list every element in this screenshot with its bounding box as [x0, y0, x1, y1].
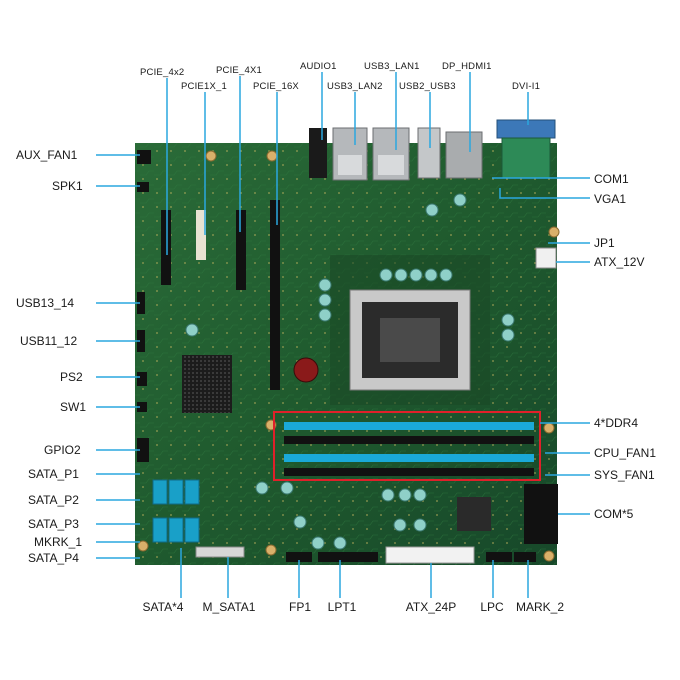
label-jp1: JP1: [594, 236, 615, 250]
sata-port: [168, 517, 184, 543]
label-usb2-usb3: USB2_USB3: [399, 81, 456, 92]
msata-slot: [195, 546, 245, 558]
cpu-socket-pins: [380, 318, 440, 362]
label-gpio2: GPIO2: [44, 443, 81, 457]
mount-hole: [543, 422, 555, 434]
dp-hdmi-port: [445, 131, 483, 179]
label-com5: COM*5: [594, 507, 634, 521]
leader-lines: [96, 72, 590, 598]
mount-hole: [548, 226, 560, 238]
cpu-socket-area: [330, 255, 490, 405]
atx-12v-connector: [535, 247, 557, 269]
pcie-slots: [161, 200, 280, 390]
label-sata-p3: SATA_P3: [28, 517, 79, 531]
label-vga1: VGA1: [594, 192, 627, 206]
sata-port: [184, 479, 200, 505]
com5-headers: [524, 484, 558, 544]
rj45-port: [338, 155, 362, 175]
pcie-16x-slot: [270, 200, 280, 390]
lpc-header: [486, 552, 512, 562]
label-pcie1x-1: PCIE1X_1: [181, 81, 227, 92]
label-sata4: SATA*4: [142, 600, 184, 614]
dimm-slot: [284, 454, 534, 462]
label-lpc: LPC: [480, 600, 504, 614]
label-pcie-16x: PCIE_16X: [253, 81, 299, 92]
lpt1-header: [318, 552, 378, 562]
atx-24p-connector: [385, 546, 475, 564]
label-usb3-lan2: USB3_LAN2: [327, 81, 383, 92]
label-mkrk-1: MKRK_1: [34, 535, 83, 549]
mount-hole: [265, 544, 277, 556]
sata-port: [152, 479, 168, 505]
label-cpu-fan1: CPU_FAN1: [594, 446, 657, 460]
fp1-header: [286, 552, 312, 562]
label-pcie-4x2: PCIE_4x2: [140, 67, 185, 78]
mount-hole: [266, 150, 278, 162]
dimm-slot: [284, 468, 534, 476]
mount-hole: [543, 550, 555, 562]
label-dp-hdmi1: DP_HDMI1: [442, 61, 492, 72]
rj45-port: [378, 155, 404, 175]
label-spk1: SPK1: [52, 179, 83, 193]
rear-io: [309, 119, 556, 181]
label-atx-12v: ATX_12V: [594, 255, 645, 269]
label-lpt1: LPT1: [327, 600, 357, 614]
usb2-usb3-port: [417, 127, 441, 179]
left-headers: [137, 150, 151, 462]
label-aux-fan1: AUX_FAN1: [16, 148, 78, 162]
super-io-chip: [457, 497, 491, 531]
sata-ports: [152, 479, 200, 543]
com-vga-port: [501, 137, 551, 179]
label-sw1: SW1: [60, 400, 87, 414]
sata-port: [168, 479, 184, 505]
leader-vga1: [499, 188, 590, 199]
label-ps2: PS2: [60, 370, 83, 384]
dimm-slot: [284, 422, 534, 430]
label-usb13-14: USB13_14: [16, 296, 75, 310]
label-dvi-i1: DVI-I1: [512, 81, 541, 92]
cmos-battery: [293, 357, 319, 383]
label-atx-24p: ATX_24P: [405, 600, 457, 614]
label-sys-fan1: SYS_FAN1: [594, 468, 655, 482]
pcie-4x2-slot: [161, 210, 171, 285]
label-usb3-lan1: USB3_LAN1: [364, 61, 420, 72]
mount-hole: [205, 150, 217, 162]
label-pcie-4x1: PCIE_4X1: [216, 65, 262, 76]
dimm-slot: [284, 436, 534, 444]
capacitors: [185, 193, 515, 550]
label-mark-2: MARK_2: [515, 600, 565, 614]
mount-hole: [137, 540, 149, 552]
sata-port: [184, 517, 200, 543]
pcie1x-1-slot: [196, 210, 206, 260]
label-usb11-12: USB11_12: [20, 334, 78, 348]
label-sata-p1: SATA_P1: [28, 467, 79, 481]
pcie-4x1-slot: [236, 210, 246, 290]
label-fp1: FP1: [288, 600, 312, 614]
audio-jack: [309, 128, 327, 178]
label-audio1: AUDIO1: [300, 61, 337, 72]
label-sata-p4: SATA_P4: [28, 551, 79, 565]
label-m-sata1: M_SATA1: [202, 600, 256, 614]
label-ddr4: 4*DDR4: [594, 416, 639, 430]
ddr4-highlight-box: [273, 411, 541, 481]
mark2-header: [514, 552, 536, 562]
label-com1: COM1: [594, 172, 629, 186]
dvi-port: [496, 119, 556, 139]
label-sata-p2: SATA_P2: [28, 493, 79, 507]
ddr4-slots: [273, 411, 541, 481]
sata-port: [152, 517, 168, 543]
chipset-heatsink: [182, 355, 232, 413]
